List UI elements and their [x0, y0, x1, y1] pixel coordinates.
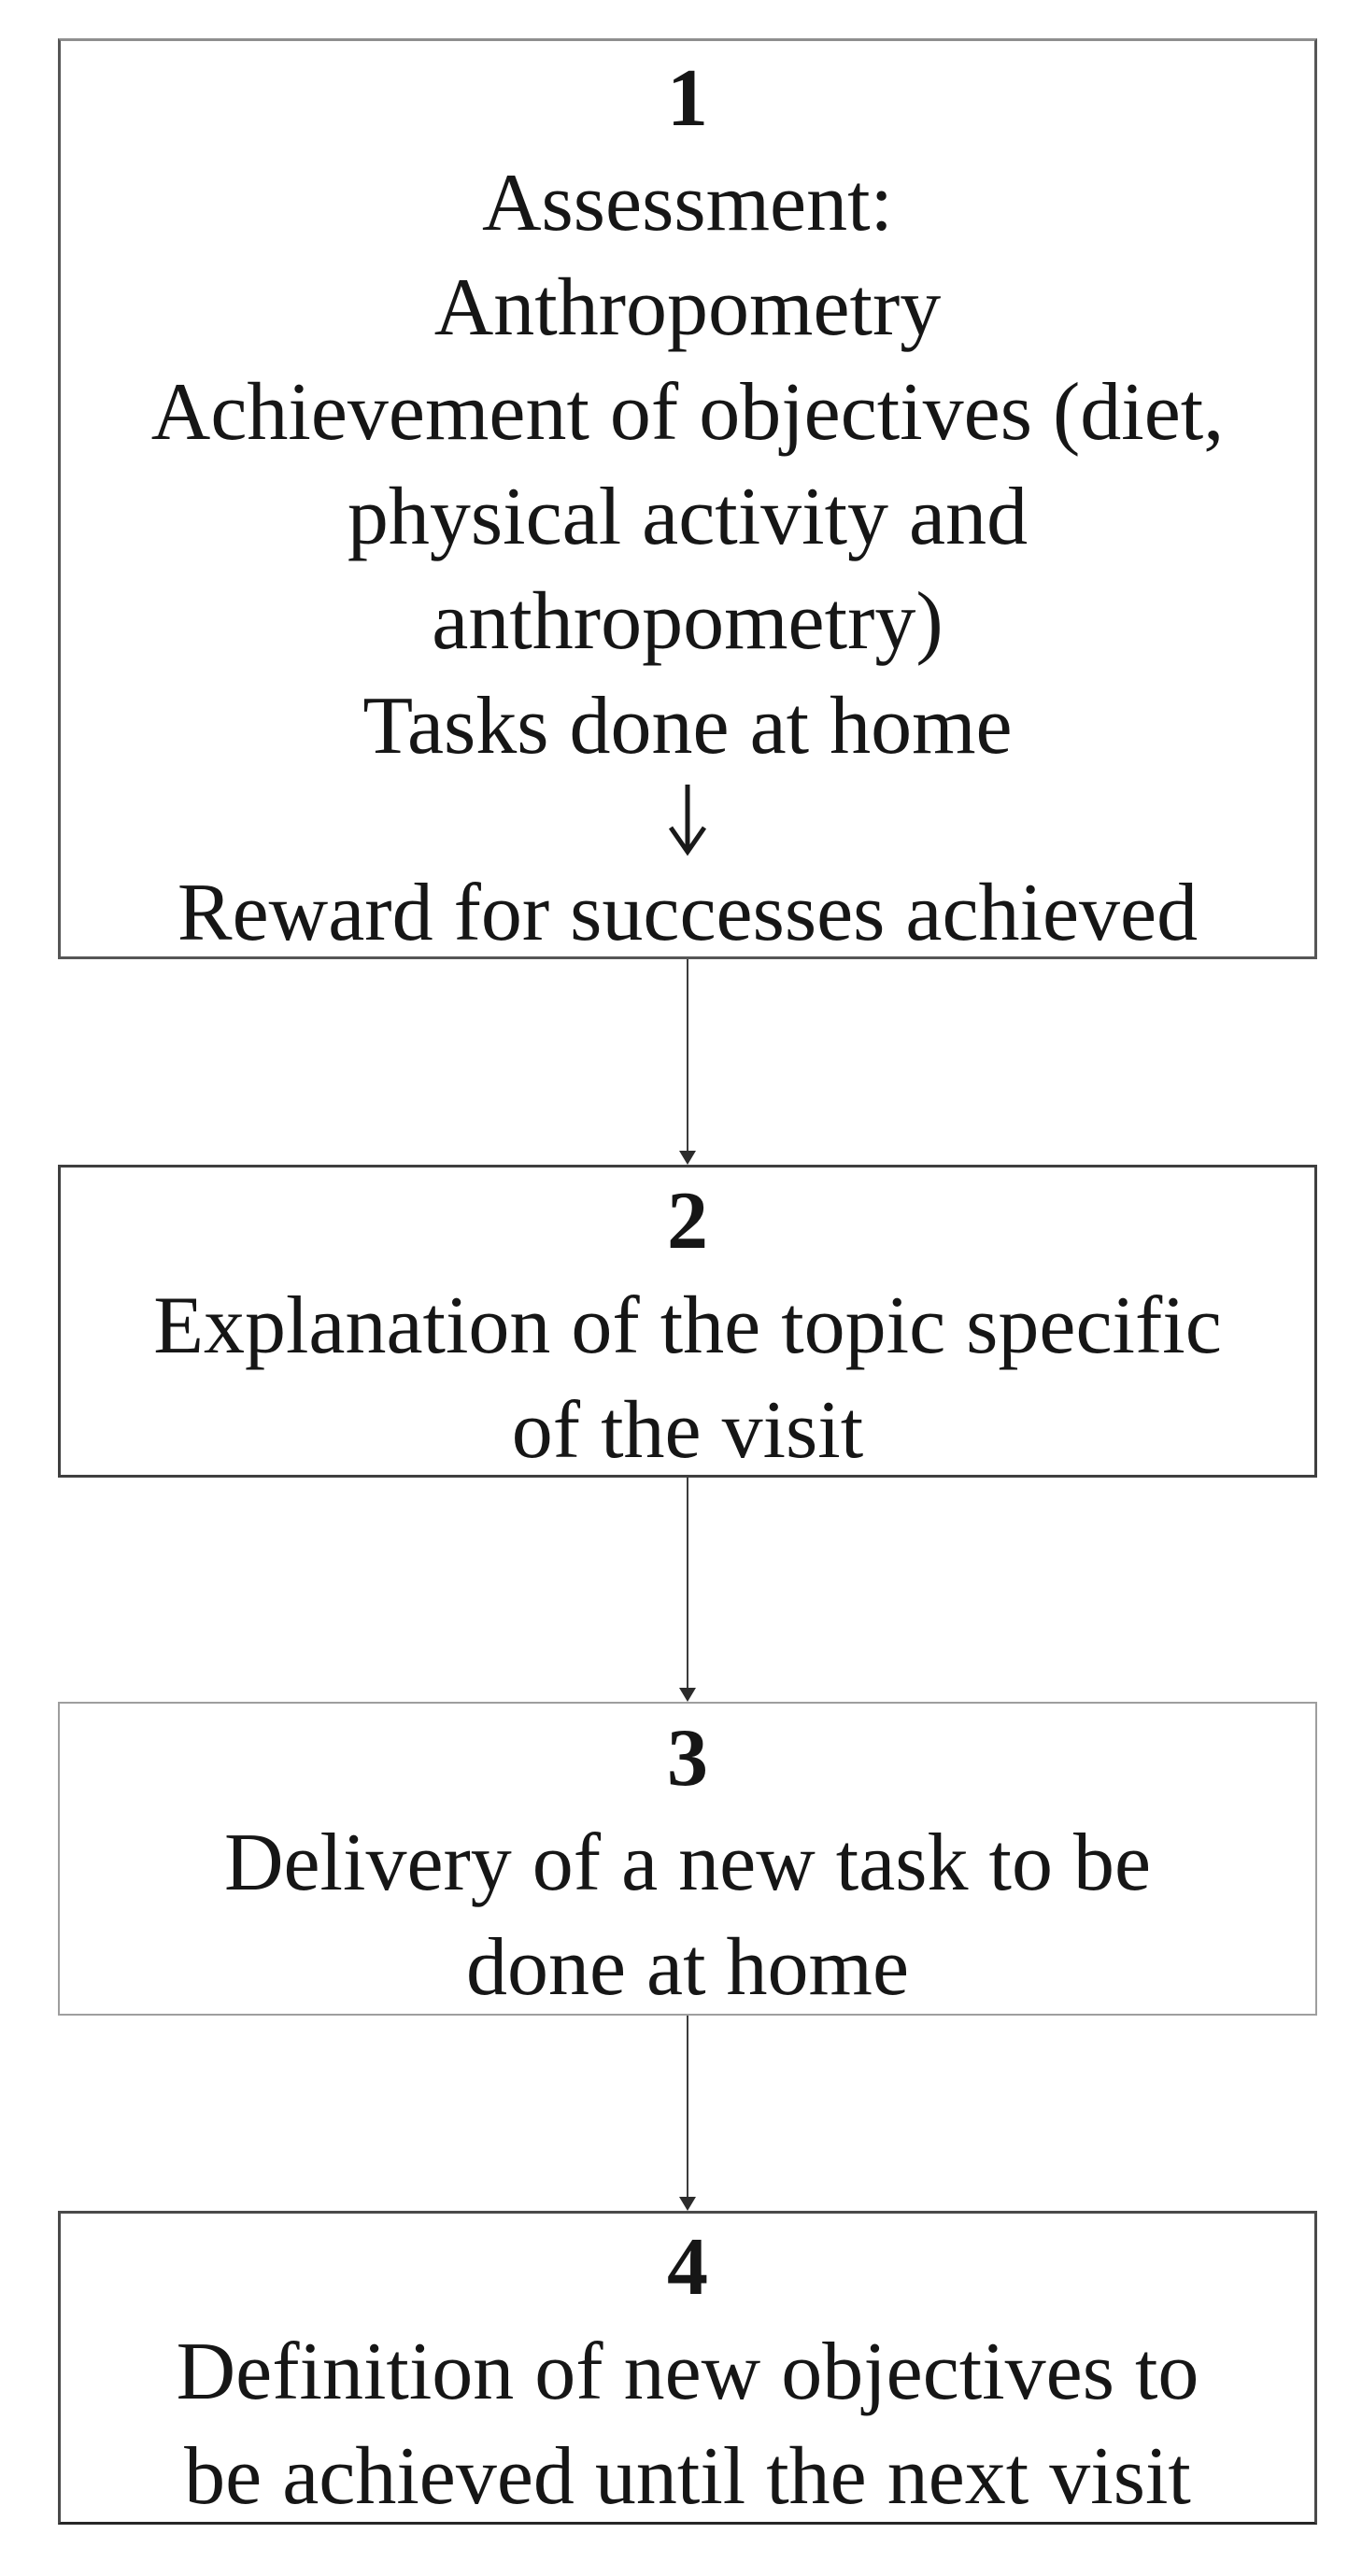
step-3-text-line: Delivery of a new task to be [223, 1818, 1152, 1908]
flow-step-4: 4 Definition of new objectives to be ach… [58, 2211, 1317, 2525]
step-3-number: 3 [667, 1713, 708, 1804]
step-1-text-line: Anthropometry [433, 262, 942, 353]
connector-2 [58, 1478, 1317, 1702]
arrow-stem [687, 2016, 688, 2200]
arrow-stem [687, 959, 688, 1154]
flow-step-3: 3 Delivery of a new task to be done at h… [58, 1702, 1317, 2016]
arrow-head [679, 1151, 696, 1165]
flow-step-2: 2 Explanation of the topic specific of t… [58, 1165, 1317, 1478]
arrow-head [679, 2197, 696, 2211]
arrow-stem [687, 1478, 688, 1691]
step-1-reward-line: Reward for successes achieved [177, 868, 1199, 958]
connector-1 [58, 959, 1317, 1165]
step-1-text-line: Assessment: [482, 158, 893, 248]
step-3-text-line: done at home [465, 1922, 910, 2013]
down-arrow-icon [61, 779, 1314, 861]
step-1-text-line: anthropometry) [432, 576, 943, 667]
step-2-number: 2 [667, 1176, 708, 1267]
step-4-text-line: Definition of new objectives to [176, 2327, 1199, 2417]
step-4-number: 4 [667, 2222, 708, 2313]
arrow-head [679, 1688, 696, 1702]
step-1-text-line: Achievement of objectives (diet, [150, 367, 1225, 458]
step-2-text-line: of the visit [511, 1385, 864, 1476]
step-2-text-line: Explanation of the topic specific [153, 1281, 1222, 1371]
step-1-text-line: Tasks done at home [362, 681, 1013, 771]
step-1-text-line: physical activity and [347, 472, 1029, 562]
flow-stack: 1 Assessment: Anthropometry Achievement … [58, 38, 1317, 2525]
flow-step-1: 1 Assessment: Anthropometry Achievement … [58, 38, 1317, 959]
step-1-number: 1 [667, 53, 708, 144]
step-4-text-line: be achieved until the next visit [184, 2431, 1191, 2522]
connector-3 [58, 2016, 1317, 2211]
